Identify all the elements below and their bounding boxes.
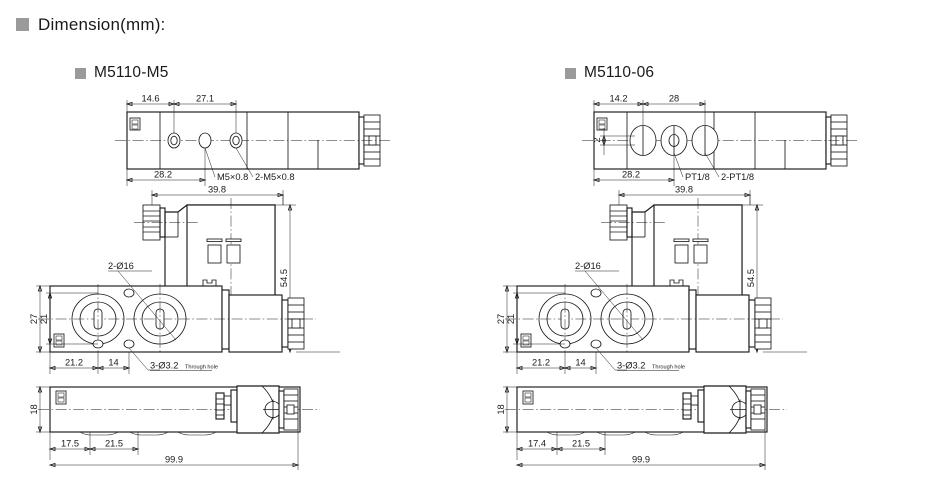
dim-front-horiz-2: 14 [108,358,118,368]
bottom-view-right: 18 17.4 21.5 99.9 [496,385,787,470]
model-title-left: M5110-M5 [75,64,169,82]
dim-solenoid-width: 39.8 [208,185,226,195]
top-view-left: 14.6 27.1 28.2 M5×0.8 2-M5×0.8 [115,94,392,186]
dim-bottom-horiz-2: 21.5 [105,439,123,449]
top-view-right: 2 14.2 28 28.2 PT1/8 2-PT1/8 [582,94,859,186]
bullet-icon [565,67,576,79]
dim-bottom-horiz-1: 17.4 [528,439,546,449]
front-view-left: 27 21 21.2 14 2-Ø16 3-Ø3.2 Through hole [29,261,316,374]
dim-bottom-1: 28.2 [154,170,172,180]
leader-label-1: M5×0.8 [217,172,248,182]
dim-bottom-overall: 99.9 [632,455,650,465]
drawing-svg-right: 2 14.2 28 28.2 PT1/8 2-PT1/8 [496,94,859,470]
dim-front-horiz-1: 21.2 [532,358,550,368]
drawing-panel-m5110-06: 2 14.2 28 28.2 PT1/8 2-PT1/8 [467,0,934,493]
leader-note: Through hole [185,365,218,371]
dim-front-horiz-2: 14 [575,358,585,368]
model-title-right-label: M5110-06 [584,64,655,81]
section-title-label: Dimension(mm): [38,14,166,34]
dim-front-vert-2: 21 [39,314,49,324]
dim-top-offset: 2 [592,137,602,142]
dim-top-2: 27.1 [196,94,214,104]
drawing-panel-m5110-m5: 14.6 27.1 28.2 M5×0.8 2-M5×0.8 [29,94,392,470]
dim-top-2: 28 [669,94,679,104]
dim-bottom-horiz-2: 21.5 [572,439,590,449]
drawing-svg-left: 14.6 27.1 28.2 M5×0.8 2-M5×0.8 [29,94,392,470]
bullet-icon [16,18,29,32]
leader-label-4: 3-Ø3.2 [150,361,178,371]
section-title: Dimension(mm): [16,14,165,35]
dim-front-vert-1: 27 [496,314,506,324]
leader-label-2: 2-PT1/8 [721,172,754,182]
bottom-view-left: 18 17.5 21.5 99.9 [29,385,320,470]
dim-bottom-vert: 18 [29,404,39,414]
leader-label-4: 3-Ø3.2 [617,361,645,371]
dim-bottom-vert: 18 [496,404,506,414]
dim-solenoid-width: 39.8 [675,185,693,195]
leader-label-3: 2-Ø16 [108,261,134,271]
dim-top-1: 14.2 [609,94,627,104]
bullet-icon [75,67,86,79]
dim-front-vert-1: 27 [29,314,39,324]
dim-front-horiz-1: 21.2 [65,358,83,368]
leader-note: Through hole [652,365,685,371]
dim-bottom-horiz-1: 17.5 [61,439,79,449]
model-title-right: M5110-06 [565,64,654,82]
leader-label-1: PT1/8 [685,172,710,182]
dim-front-vert-2: 21 [506,314,516,324]
front-view-right: 27 21 21.2 14 2-Ø16 3-Ø3.2 Through hole [496,261,783,374]
model-title-left-label: M5110-M5 [94,64,169,81]
dim-top-1: 14.6 [141,94,159,104]
leader-label-3: 2-Ø16 [575,261,601,271]
dim-bottom-overall: 99.9 [165,455,183,465]
dim-bottom-1: 28.2 [622,170,640,180]
leader-label-2: 2-M5×0.8 [255,172,295,182]
dim-solenoid-height: 54.5 [746,269,756,287]
dim-solenoid-height: 54.5 [279,269,289,287]
